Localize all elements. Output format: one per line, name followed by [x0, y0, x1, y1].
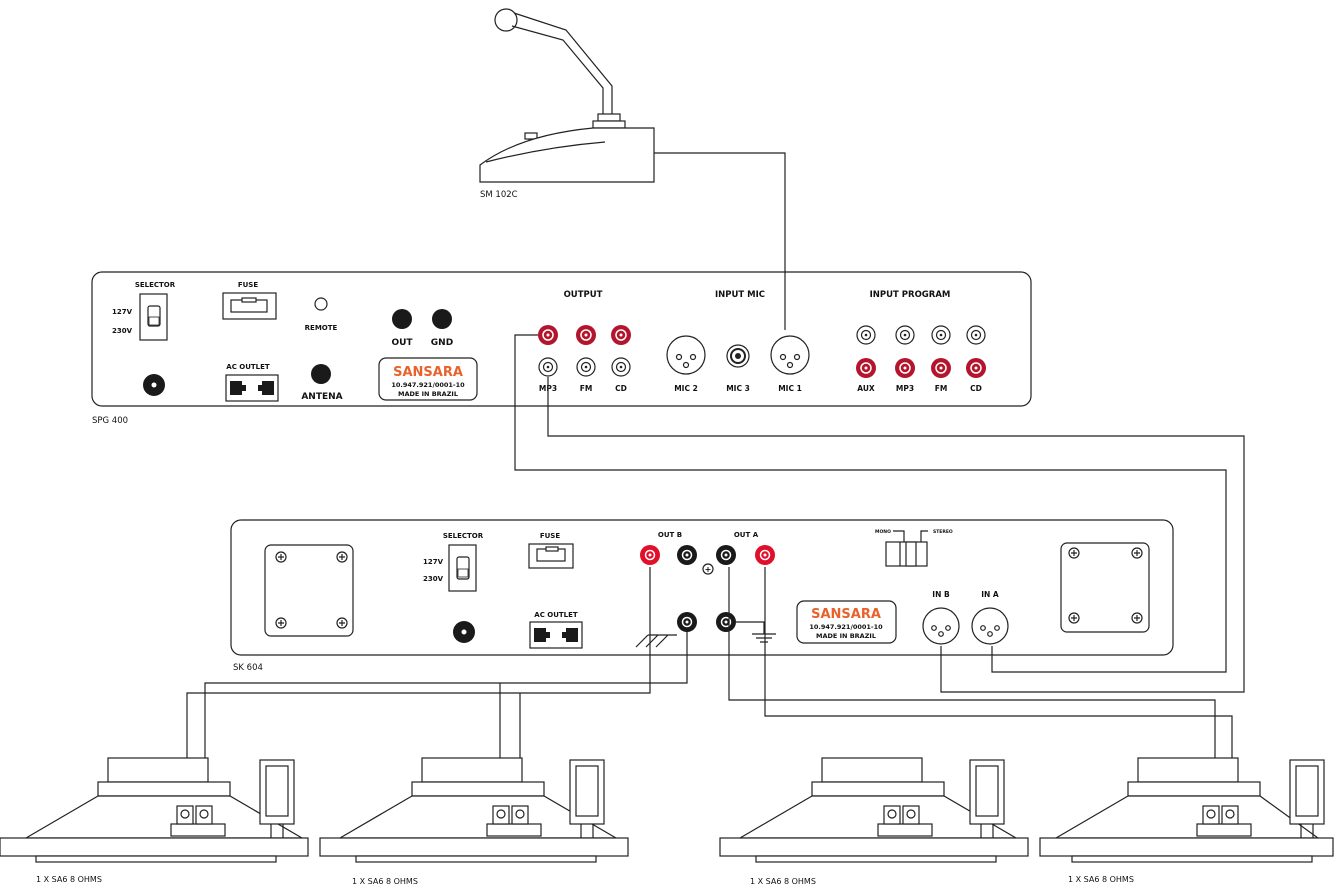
pre-fuse-label: FUSE — [238, 281, 259, 289]
microphone-sm102c: SM 102C — [479, 8, 655, 200]
speaker-2-label: 1 X SA6 8 OHMS — [352, 877, 418, 886]
pre-output-jacks — [538, 325, 631, 377]
amp-stereo-label: STEREO — [933, 529, 953, 535]
pre-cnpj: 10.947.921/0001-10 — [391, 381, 465, 389]
amp-out-a-label: OUT A — [734, 531, 759, 539]
pre-out-label: OUT — [391, 338, 413, 348]
speaker-4: 1 X SA6 8 OHMS — [1039, 757, 1334, 884]
amp-bridge-plus-marker — [702, 563, 714, 575]
speaker-2: 1 X SA6 8 OHMS — [319, 757, 629, 886]
pre-output-label-fm: FM — [580, 384, 593, 393]
pre-mic1-label: MIC 1 — [778, 384, 802, 393]
pre-mic2-label: MIC 2 — [674, 384, 698, 393]
amp-ground-black-post-b[interactable] — [677, 612, 697, 632]
cables — [186, 152, 1245, 812]
cable-out-a-black-to-speaker — [728, 567, 1216, 812]
pre-ac-outlet-label: AC OUTLET — [226, 363, 270, 371]
pre-mic2-xlr[interactable] — [666, 335, 706, 375]
amplifier-name: SK 604 — [233, 663, 263, 673]
amp-ground-black-post-a[interactable] — [716, 612, 736, 632]
speaker-3: 1 X SA6 8 OHMS — [719, 757, 1029, 886]
amp-in-a-label: IN A — [981, 590, 999, 599]
amp-out-b-red-post[interactable] — [640, 545, 660, 565]
amp-chassis-ground-icon — [635, 634, 677, 648]
pre-selector-label: SELECTOR — [135, 281, 176, 289]
amp-in-b-xlr[interactable] — [922, 607, 960, 645]
amp-230v-label: 230V — [423, 575, 444, 583]
pre-output-label-cd: CD — [615, 384, 627, 393]
amp-left-mount-plate — [264, 544, 354, 637]
pre-brand: SANSARA — [393, 365, 463, 380]
preamp-name: SPG 400 — [92, 416, 128, 426]
pre-mic3-label: MIC 3 — [726, 384, 750, 393]
pre-input-mic-title: INPUT MIC — [715, 290, 765, 300]
preamp-spg400: SELECTOR 127V 230V FUSE REMOTE AC OUTLET… — [91, 271, 1032, 426]
amp-fuse-label: FUSE — [540, 532, 561, 540]
pre-brand-plate — [378, 357, 478, 401]
amp-ac-outlet-label: AC OUTLET — [534, 611, 578, 619]
amp-out-a-black-post[interactable] — [716, 545, 736, 565]
pre-output-title: OUTPUT — [564, 290, 603, 300]
amp-out-a-red-post[interactable] — [755, 545, 775, 565]
amp-out-b-label: OUT B — [658, 531, 682, 539]
speaker-4-label: 1 X SA6 8 OHMS — [1068, 875, 1134, 884]
pre-mic3-jack[interactable] — [726, 344, 750, 368]
pre-remote-jack[interactable] — [314, 297, 328, 311]
amp-cnpj: 10.947.921/0001-10 — [809, 623, 883, 631]
speaker-1-label: 1 X SA6 8 OHMS — [36, 875, 102, 884]
cable-output-to-in-a — [514, 334, 1227, 673]
pre-mic1-xlr[interactable] — [770, 335, 810, 375]
amp-selector-label: SELECTOR — [443, 532, 484, 540]
pre-antenna-label: ANTENA — [301, 392, 342, 402]
mic-name: SM 102C — [480, 190, 518, 200]
amp-made: MADE IN BRAZIL — [816, 632, 876, 640]
cable-mic-to-mic1 — [654, 152, 786, 330]
pre-out-terminal[interactable] — [392, 309, 412, 329]
amp-mono-label: MONO — [875, 529, 891, 535]
pre-made: MADE IN BRAZIL — [398, 390, 458, 398]
pre-230v-label: 230V — [112, 327, 133, 335]
pre-input-program-title: INPUT PROGRAM — [870, 290, 951, 300]
pre-gnd-terminal[interactable] — [432, 309, 452, 329]
pre-program-label-fm: FM — [935, 384, 948, 393]
speaker-3-label: 1 X SA6 8 OHMS — [750, 877, 816, 886]
amplifier-sk604: SELECTOR 127V 230V FUSE AC OUTLET OUT B … — [230, 519, 1174, 673]
amp-127v-label: 127V — [423, 558, 444, 566]
pre-127v-label: 127V — [112, 308, 133, 316]
pre-program-label-mp3: MP3 — [896, 384, 914, 393]
pre-gnd-label: GND — [431, 338, 453, 348]
amp-in-b-label: IN B — [932, 590, 950, 599]
amp-plus-label: + — [705, 565, 712, 574]
pre-remote-label: REMOTE — [305, 324, 338, 332]
pre-antenna-jack[interactable] — [311, 364, 331, 384]
cable-output-to-in-b — [547, 377, 1245, 693]
speaker-1: 1 X SA6 8 OHMS — [0, 757, 309, 884]
amp-out-b-black-post[interactable] — [677, 545, 697, 565]
amp-earth-ground-icon — [736, 621, 776, 643]
amp-right-mount-plate — [1060, 542, 1150, 633]
pre-program-label-cd: CD — [970, 384, 982, 393]
pre-program-label-aux: AUX — [857, 384, 875, 393]
amp-brand-plate — [796, 600, 897, 644]
amp-brand: SANSARA — [811, 607, 881, 622]
pre-input-program-jacks — [856, 325, 986, 378]
amp-in-a-xlr[interactable] — [971, 607, 1009, 645]
